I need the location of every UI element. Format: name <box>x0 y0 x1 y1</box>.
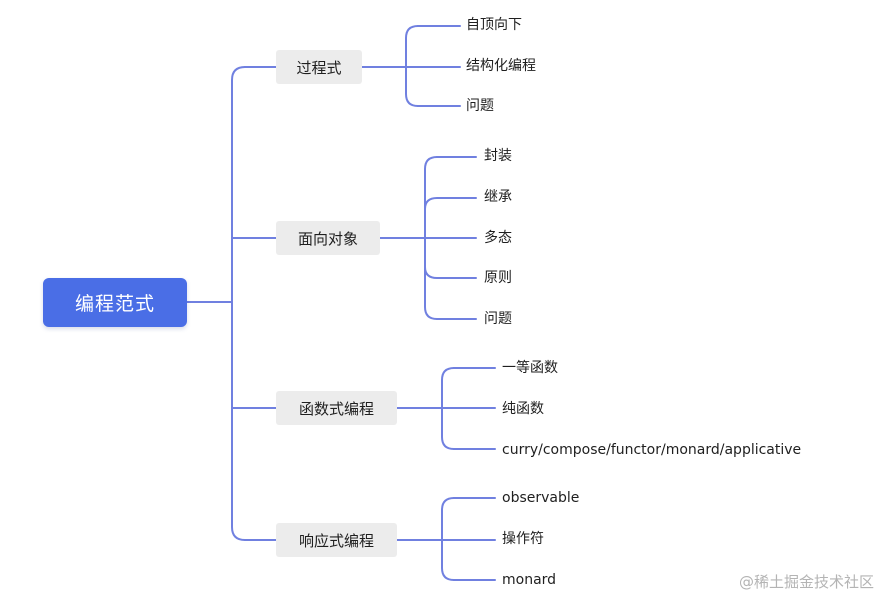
leaf-procedural-problems[interactable]: 问题 <box>466 98 494 114</box>
branch-reactive[interactable]: 响应式编程 <box>276 523 397 557</box>
leaf-first-class-functions[interactable]: 一等函数 <box>502 360 558 376</box>
source-watermark: @稀土掘金技术社区 <box>738 573 874 591</box>
leaf-top-down[interactable]: 自顶向下 <box>466 17 522 33</box>
branch-procedural[interactable]: 过程式 <box>276 50 362 84</box>
leaf-structured-programming[interactable]: 结构化编程 <box>466 58 536 74</box>
branch-object-oriented[interactable]: 面向对象 <box>276 221 380 255</box>
leaf-operators[interactable]: 操作符 <box>502 531 544 547</box>
leaf-monard[interactable]: monard <box>502 572 557 588</box>
branch-functional[interactable]: 函数式编程 <box>276 391 397 425</box>
leaf-inheritance[interactable]: 继承 <box>484 189 512 205</box>
leaf-oo-problems[interactable]: 问题 <box>484 311 512 327</box>
root-node[interactable]: 编程范式 <box>43 278 187 327</box>
leaf-encapsulation[interactable]: 封装 <box>484 148 512 164</box>
leaf-polymorphism[interactable]: 多态 <box>484 230 512 246</box>
leaf-observable[interactable]: observable <box>502 490 580 506</box>
leaf-functional-concepts[interactable]: curry/compose/functor/monard/applicative <box>502 442 802 458</box>
leaf-pure-functions[interactable]: 纯函数 <box>502 401 544 417</box>
leaf-principles[interactable]: 原则 <box>484 270 512 286</box>
